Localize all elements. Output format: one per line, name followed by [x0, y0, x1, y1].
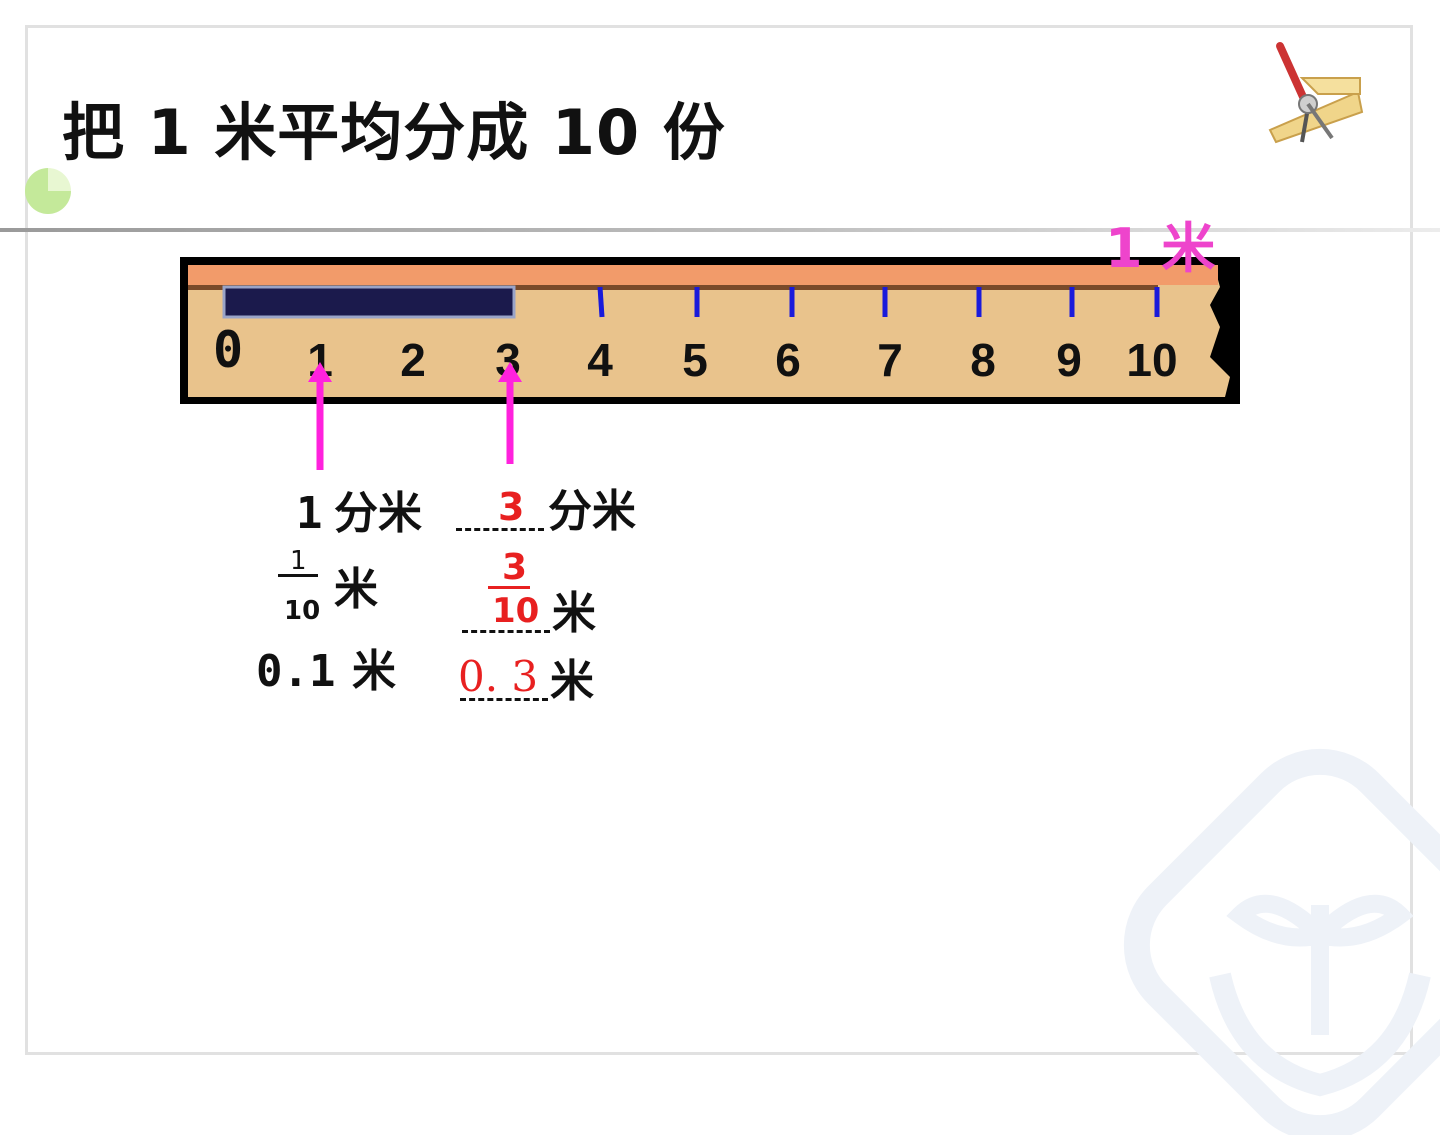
ruler-tick-label: 10 [1126, 334, 1178, 386]
left-frac-numerator: 1 [290, 546, 307, 576]
left-frac-unit: 米 [334, 564, 378, 615]
left-decimal-value: 0.1 [256, 646, 336, 697]
right-frac-bar [488, 586, 530, 589]
drawing-tools-icon [1268, 42, 1364, 144]
left-dm-value: 1 [296, 488, 323, 539]
right-decimal-value: 0. 3 [458, 652, 539, 701]
right-frac-unit: 米 [552, 588, 596, 639]
ruler-tick-label: 4 [587, 334, 613, 386]
right-dm-blank [456, 528, 544, 531]
left-dm-unit: 分米 [334, 488, 422, 539]
meter-ruler: 0 1 2 3 4 5 6 7 8 9 10 [180, 257, 1240, 404]
ruler-wood [188, 265, 1230, 397]
ruler-zero-label: 0 [212, 321, 244, 379]
ruler-tick-label: 9 [1056, 334, 1082, 386]
right-frac-blank [462, 630, 550, 633]
right-decimal-blank [460, 698, 548, 701]
ruler-tick-label: 2 [400, 334, 426, 386]
slide-frame [25, 25, 1413, 1055]
one-meter-label: 1 米 [1105, 217, 1216, 280]
left-frac-denominator: 10 [284, 596, 321, 626]
ruler-tick-label: 8 [970, 334, 996, 386]
ruler-tick-label: 1 [307, 334, 333, 386]
left-frac-bar [278, 574, 318, 577]
left-decimal-unit: 米 [352, 646, 396, 697]
slide-title: 把 1 米平均分成 10 份 [62, 96, 726, 169]
right-frac-denominator: 10 [492, 591, 540, 631]
hands-sprout-watermark-icon [1123, 748, 1440, 1135]
pie-dot-icon [25, 168, 71, 214]
right-decimal-unit: 米 [550, 656, 594, 707]
title-divider [0, 228, 1440, 232]
right-dm-unit: 分米 [548, 486, 636, 537]
ruler-tick-label: 5 [682, 334, 708, 386]
right-dm-value: 3 [498, 485, 525, 529]
ruler-tick-label: 6 [775, 334, 801, 386]
ruler-tick-label: 7 [877, 334, 903, 386]
right-frac-numerator: 3 [502, 547, 528, 588]
ruler-tick-label: 3 [495, 334, 521, 386]
